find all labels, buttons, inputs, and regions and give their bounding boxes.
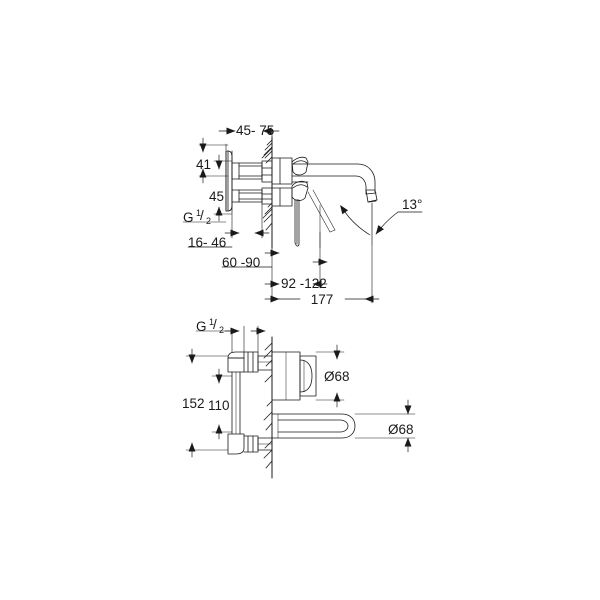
g-half-bottom-slash: /: [213, 317, 217, 332]
wall-line-top-view: [261, 136, 273, 249]
g-half-top-slash: /: [200, 208, 204, 223]
dim-45: [213, 154, 233, 222]
escutcheon-plate-top-view: [225, 150, 233, 212]
dim-label-110: 110: [208, 398, 230, 413]
handle-phantom-position: [307, 189, 336, 249]
dim-label-41: 41: [196, 157, 211, 172]
handle-mount-top-view: [291, 156, 309, 201]
dim-label-g-half-bottom: G 1 / 2: [196, 317, 224, 335]
dim-label-o68-upper: Ø68: [324, 369, 350, 384]
dim-label-16-46: 16- 46: [188, 235, 226, 250]
dim-16-46: [187, 203, 270, 248]
g-half-top-denominator: 2: [206, 216, 211, 226]
dim-110: [211, 368, 233, 440]
dim-60-90: [221, 247, 280, 301]
wall-line-bottom-view: [263, 336, 273, 479]
dim-label-g-half-top: G 1 / 2: [183, 208, 211, 226]
dim-o68-upper: [315, 344, 345, 408]
g-half-top-numerator: 1: [196, 208, 201, 218]
dim-g-half-bottom-leader: [195, 325, 266, 353]
lever-handle-top-view: [294, 199, 300, 247]
dim-label-45: 45: [209, 189, 224, 204]
riser-pipe-bottom-view: [231, 371, 241, 435]
dim-label-o68-lower: Ø68: [388, 422, 414, 437]
spout-top-view: [291, 163, 378, 203]
dim-label-60-90: 60 -90: [222, 255, 260, 270]
lower-inlet-bottom-view: [227, 433, 273, 455]
dim-o68-lower: [354, 399, 416, 453]
mixer-body-top-view: [231, 150, 273, 212]
g-half-bottom-denominator: 2: [219, 325, 224, 335]
dim-92-122: [264, 231, 328, 289]
dim-label-92-122: 92 -122: [281, 276, 327, 291]
g-half-bottom-letter: G: [196, 319, 207, 334]
dim-41: [198, 137, 229, 184]
dim-152: [185, 348, 229, 458]
g-half-bottom-numerator: 1: [209, 317, 214, 327]
dim-label-152: 152: [182, 396, 205, 411]
angle-13-leader: [340, 202, 423, 245]
spout-bottom-view: [271, 413, 356, 439]
dim-label-45-75: 45- 75: [236, 123, 274, 138]
dim-45-75: [218, 127, 280, 151]
g-half-top-letter: G: [183, 210, 194, 225]
upper-inlet-bottom-view: [227, 351, 273, 373]
dim-177: [264, 243, 380, 304]
dim-label-177: 177: [311, 292, 334, 307]
wall-body-section-top-view: [271, 157, 293, 207]
dim-label-13-deg: 13°: [402, 197, 422, 212]
handle-escutcheon-bottom-view: [271, 351, 317, 401]
